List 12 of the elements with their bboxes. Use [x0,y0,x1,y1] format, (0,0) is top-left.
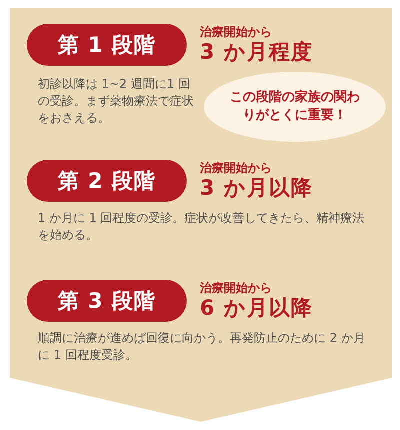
period-duration: 3 か月以降 [200,175,313,202]
period-caption: 治療開始から [200,24,272,41]
stage-description: 1 か月に 1 回程度の受診。症状が改善してきたら、精神療法を始める。 [38,210,366,244]
stage-description: 初診以降は 1~2 週間に1 回の受診。まず薬物療法で症状をおさえる。 [38,76,195,126]
stage-label: 第 2 段階 [27,160,187,202]
period-duration: 6 か月以降 [200,295,313,322]
stage-description: 順調に治療が進めば回復に向かう。再発防止のために 2 か月に 1 回程度受診。 [38,330,366,364]
period-caption: 治療開始から [200,160,272,177]
stage-label: 第 3 段階 [27,280,187,322]
stage-label: 第 1 段階 [27,24,187,66]
period-caption: 治療開始から [200,280,272,297]
period-duration: 3 か月程度 [200,39,313,66]
